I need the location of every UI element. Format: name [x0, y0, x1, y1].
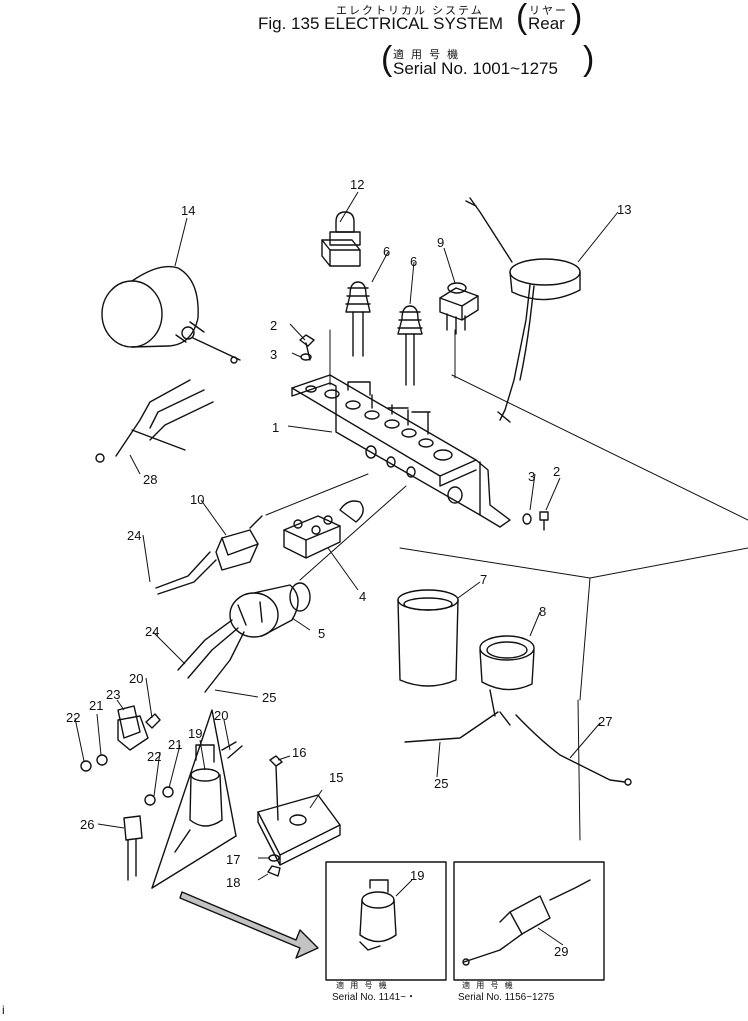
callout-6-right: 6 — [410, 254, 417, 269]
callout-16: 16 — [292, 745, 306, 760]
location-label: Rear — [528, 14, 565, 33]
callout-3-top: 3 — [270, 347, 277, 362]
serial-range: Serial No. 1001~1275 — [393, 59, 558, 78]
callout-19: 19 — [188, 726, 202, 741]
callout-2-top: 2 — [270, 318, 277, 333]
callout-15: 15 — [329, 770, 343, 785]
toggle-switch — [155, 515, 263, 595]
callout-23: 23 — [106, 687, 120, 702]
direction-arrow — [179, 891, 319, 959]
callout-24-lower: 24 — [145, 624, 159, 639]
rocker-switch — [439, 282, 479, 335]
callout-1: 1 — [272, 420, 279, 435]
inset-19-caption-jp: 適 用 号 機 — [336, 980, 389, 990]
callout-22-left: 22 — [66, 710, 80, 725]
solenoid-bracket — [151, 709, 237, 889]
callout-3-right: 3 — [528, 469, 535, 484]
callout-12: 12 — [350, 177, 364, 192]
inset-29-caption-jp: 適 用 号 機 — [462, 980, 515, 990]
paren-open-serial: ( — [381, 40, 393, 78]
meter-cable — [515, 714, 632, 786]
clamp-with-cable — [465, 197, 581, 423]
inset-19-frame — [325, 861, 447, 981]
inset-29-frame — [453, 861, 605, 981]
callout-20-right: 20 — [214, 708, 228, 723]
inset-29-caption: Serial No. 1156~1275 — [458, 992, 555, 1003]
bracket-panel — [291, 374, 511, 528]
callout-24-upper: 24 — [127, 528, 141, 543]
callout-9: 9 — [437, 235, 444, 250]
serial-japanese: 適 用 号 機 — [393, 49, 461, 61]
paren-open: ( — [516, 0, 528, 36]
paren-close: ) — [571, 0, 583, 36]
callout-6-left: 6 — [383, 244, 390, 259]
wire-harness — [95, 379, 214, 463]
indicator-lamp-right — [397, 305, 423, 386]
callout-28: 28 — [143, 472, 157, 487]
inset-19-callout: 19 — [410, 868, 424, 883]
round-horn — [101, 265, 241, 364]
callout-25-lower: 25 — [434, 776, 448, 791]
callout-5: 5 — [318, 626, 325, 641]
margin-mark: i — [2, 1003, 5, 1017]
callout-21-right: 21 — [168, 737, 182, 752]
callout-29: 29 — [554, 944, 568, 959]
callout-2-right: 2 — [553, 464, 560, 479]
figure-title: Fig. 135 ELECTRICAL SYSTEM — [258, 14, 504, 33]
screw-washer-right — [522, 511, 549, 531]
location-japanese: リヤー — [529, 5, 568, 17]
callout-22-right: 22 — [147, 749, 161, 764]
inset-19-caption: Serial No. 1141~・ — [332, 992, 416, 1003]
indicator-lamp-left — [345, 281, 371, 357]
inset-29-actuator — [462, 879, 591, 966]
callout-25-upper: 25 — [262, 690, 276, 705]
callout-7: 7 — [480, 572, 487, 587]
key-switch — [177, 582, 311, 693]
callout-18: 18 — [226, 875, 240, 890]
callout-20-left: 20 — [129, 671, 143, 686]
connector-26 — [123, 815, 143, 881]
terminal-block — [283, 500, 364, 559]
inset-19-solenoid — [359, 879, 397, 951]
cover-plate — [257, 755, 341, 877]
callout-10: 10 — [190, 492, 204, 507]
screw-washer-top — [299, 334, 315, 361]
callout-27: 27 — [598, 714, 612, 729]
gauge-meter — [397, 589, 459, 687]
title-japanese: エレクトリカル システム — [336, 5, 484, 17]
callout-4: 4 — [359, 589, 366, 604]
callout-14: 14 — [181, 203, 195, 218]
callout-8: 8 — [539, 604, 546, 619]
callout-13: 13 — [617, 202, 631, 217]
paren-close-serial: ) — [583, 40, 595, 78]
hour-meter — [479, 635, 535, 726]
callout-17: 17 — [226, 852, 240, 867]
callout-26: 26 — [80, 817, 94, 832]
cable-25 — [404, 711, 499, 743]
callout-21-left: 21 — [89, 698, 103, 713]
